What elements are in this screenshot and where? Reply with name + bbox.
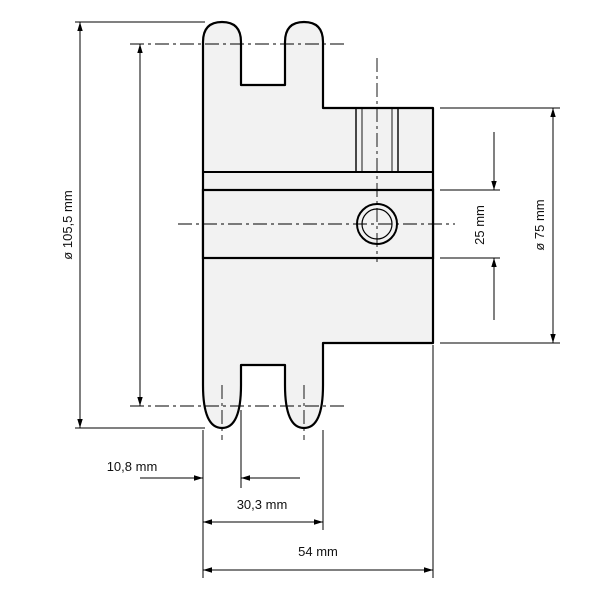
- pitch-label: 30,3 mm: [237, 497, 288, 512]
- dimension-labels: ø 105,5 mm ø 75 mm 25 mm 10,8 mm 30,3 mm…: [60, 190, 547, 559]
- bore-label: 25 mm: [472, 205, 487, 245]
- tooth-width-label: 10,8 mm: [107, 459, 158, 474]
- hub-diameter-label: ø 75 mm: [532, 199, 547, 250]
- total-width-label: 54 mm: [298, 544, 338, 559]
- outer-diameter-label: ø 105,5 mm: [60, 190, 75, 259]
- dimension-lines: [77, 22, 556, 573]
- extension-lines: [75, 21, 560, 578]
- sprocket-body: [201, 20, 435, 430]
- center-lines: [130, 43, 455, 440]
